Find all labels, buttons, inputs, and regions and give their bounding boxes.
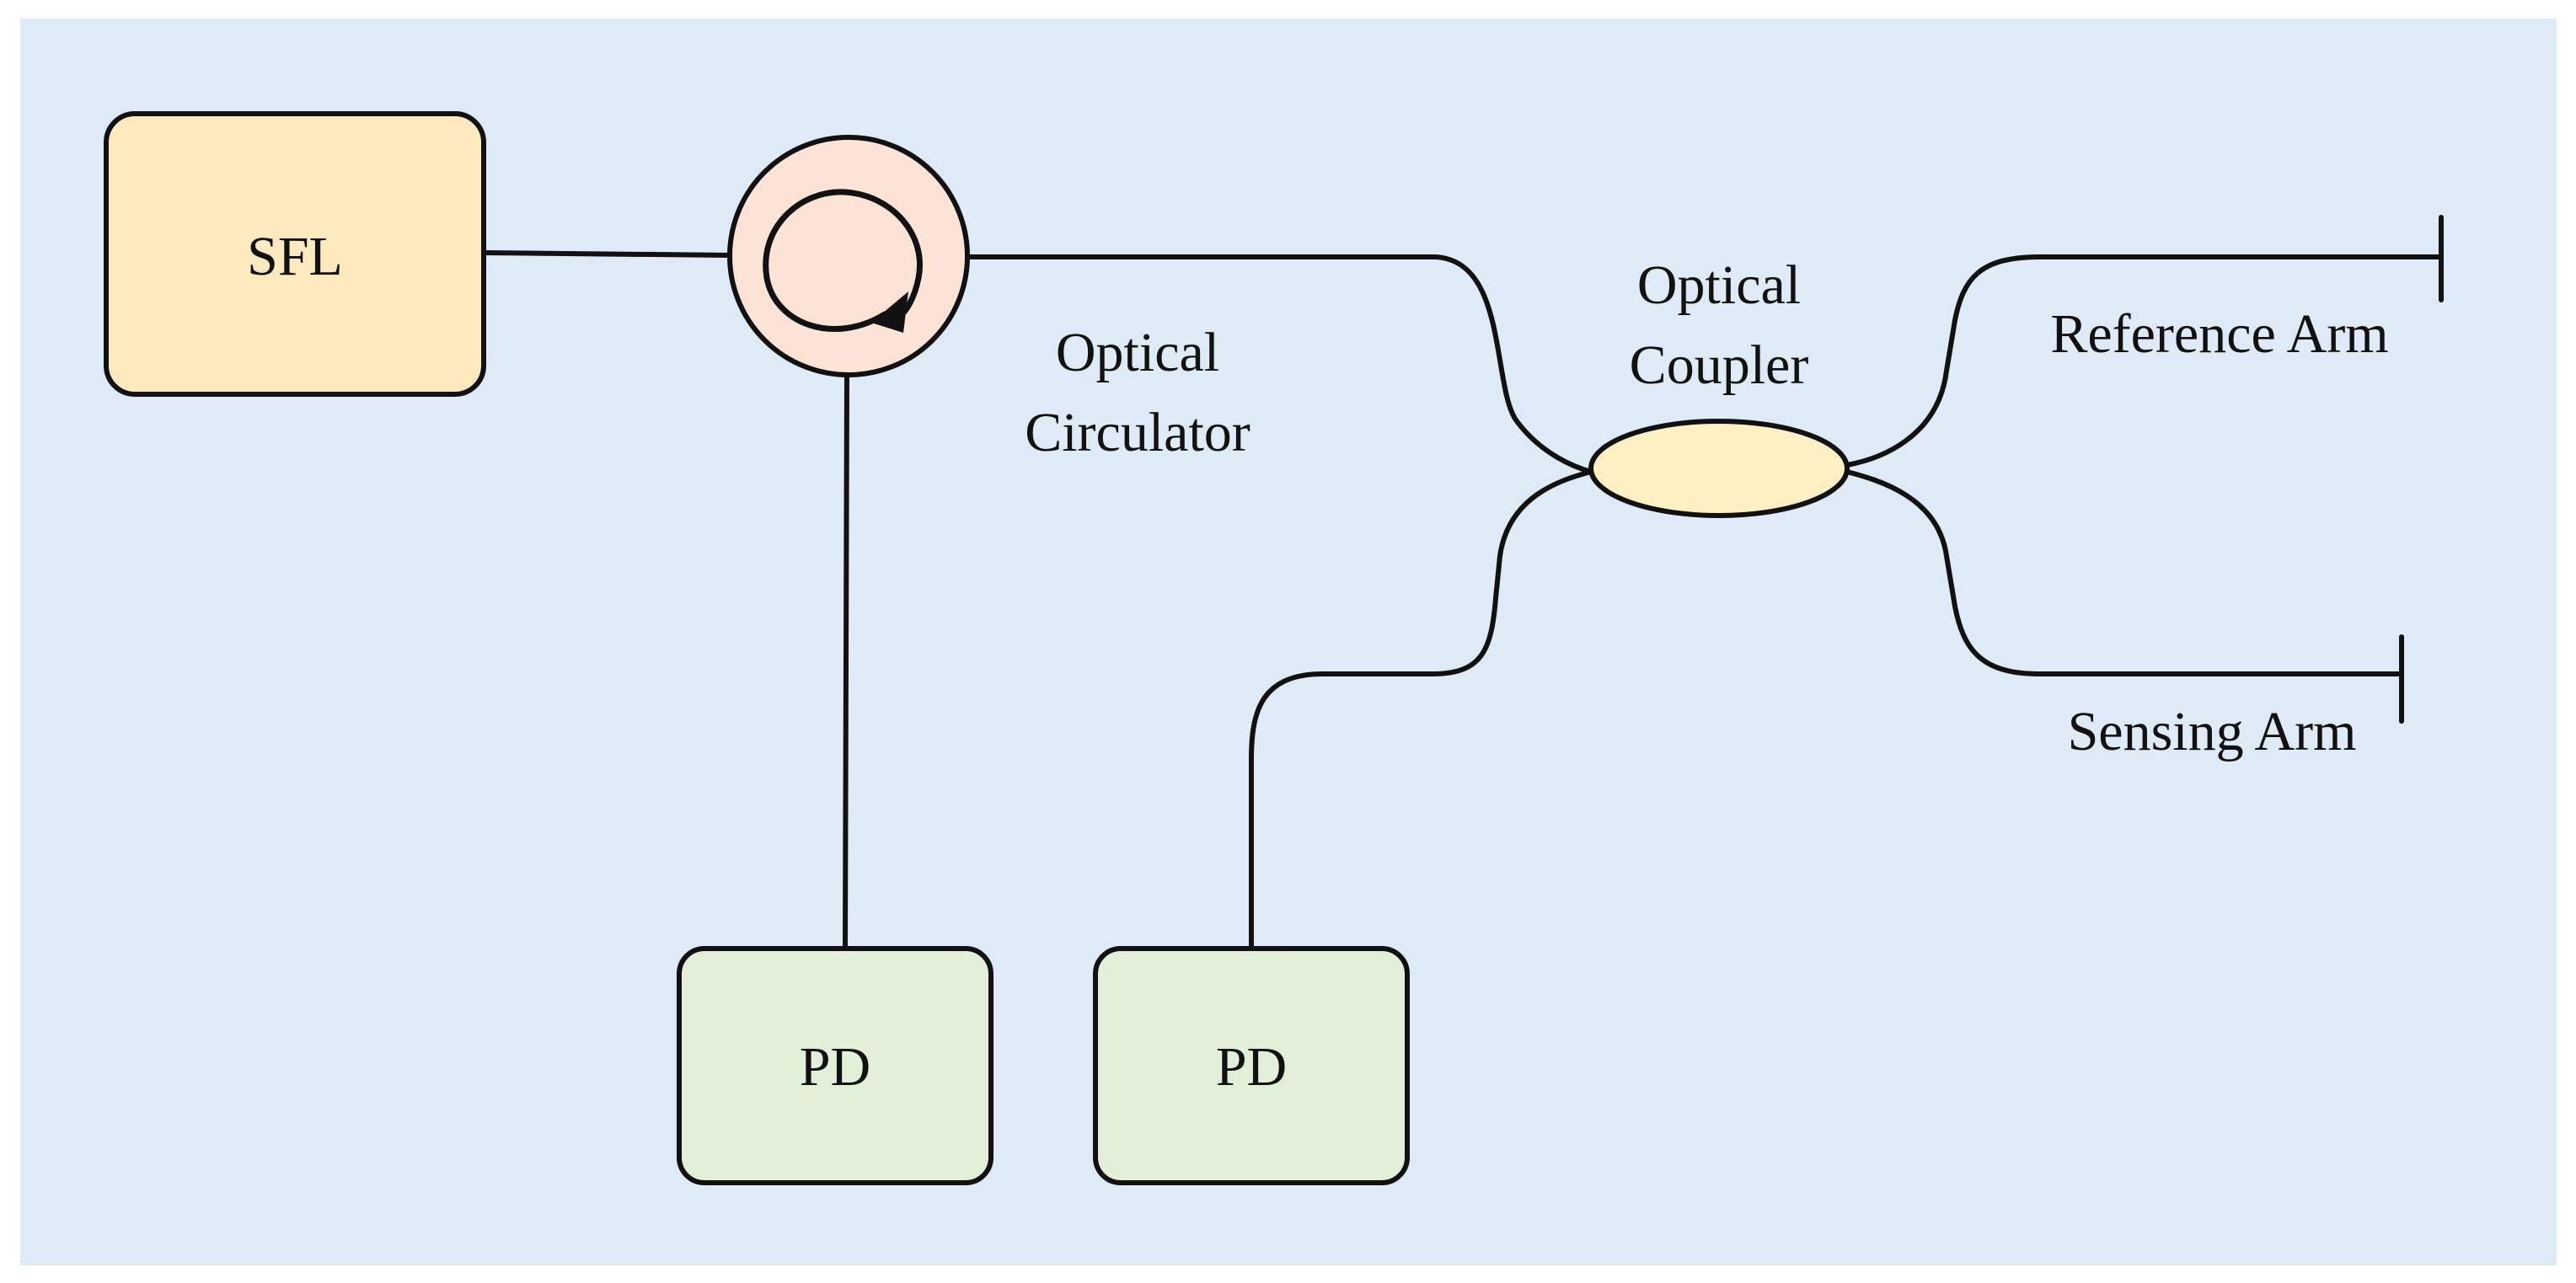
pd-right-block: PD: [1093, 946, 1410, 1185]
coupler-label-line1: Optical: [1637, 254, 1801, 316]
pd-right-box: [1093, 946, 1410, 1185]
fiber-sensing-arm: [1845, 469, 2404, 676]
optical-circulator: Optical Circulator: [727, 135, 1251, 463]
circulator-arrowhead-icon: [871, 291, 908, 333]
fiber-sfl-to-circulator: [481, 250, 732, 258]
pd-right-label: PD: [1216, 1036, 1287, 1098]
sensing-arm-label: Sensing Arm: [2068, 701, 2357, 762]
sfl-block: SFL: [104, 111, 486, 397]
circulator-label-line1: Optical: [1056, 322, 1219, 383]
fiber-coupler-to-pd-right: [1249, 469, 1593, 951]
optical-coupler: Optical Coupler: [1588, 254, 1850, 518]
reference-arm-label: Reference Arm: [2050, 303, 2388, 365]
coupler-body: [1588, 419, 1850, 518]
pd-left-block: PD: [677, 946, 993, 1185]
pd-left-box: [677, 946, 993, 1185]
coupler-label-line2: Coupler: [1630, 334, 1809, 396]
fiber-reference-arm: [1845, 254, 2444, 468]
fiber-circulator-to-coupler: [965, 254, 1593, 474]
fiber-circulator-to-pd-left: [843, 372, 849, 951]
sfl-box: [104, 111, 486, 397]
circulator-arrow-icon: [763, 189, 923, 333]
sfl-label: SFL: [247, 226, 343, 287]
circulator-label-line2: Circulator: [1025, 402, 1251, 463]
fiber-connections: [481, 215, 2444, 951]
pd-left-label: PD: [800, 1036, 870, 1098]
